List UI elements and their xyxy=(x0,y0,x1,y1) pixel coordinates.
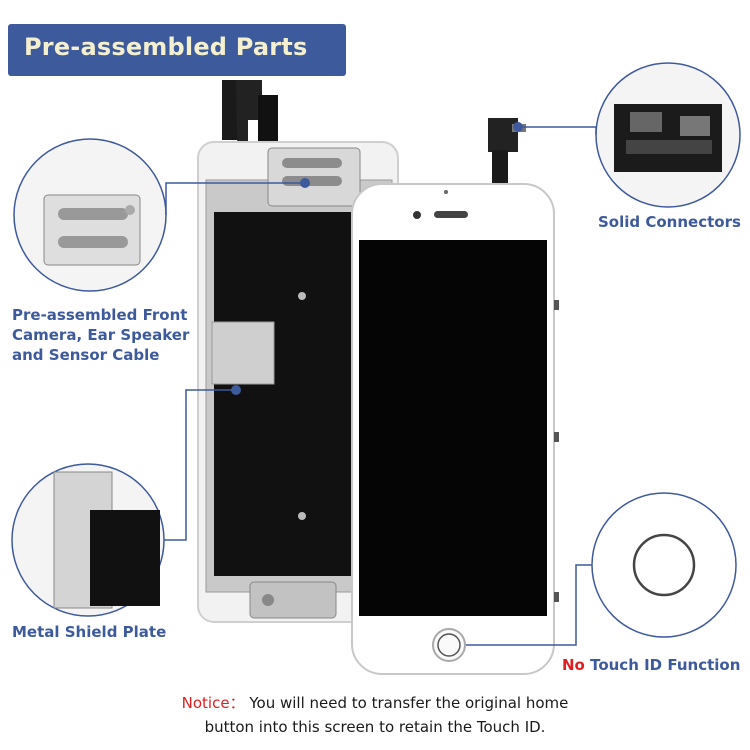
front-phone xyxy=(351,183,559,675)
notice-line-2: button into this screen to retain the To… xyxy=(204,718,546,736)
front-camera-label: Pre-assembled Front Camera, Ear Speaker … xyxy=(12,306,190,364)
metal-shield-callout xyxy=(11,385,241,617)
notice-label: Notice： xyxy=(181,694,245,712)
front-camera-callout xyxy=(13,138,310,292)
touch-id-no: No xyxy=(562,656,585,674)
touch-id-callout xyxy=(466,492,737,646)
metal-shield-label: Metal Shield Plate xyxy=(12,623,167,641)
top-connector xyxy=(488,118,526,186)
notice-line-1: Notice： You will need to transfer the or… xyxy=(181,694,569,712)
banner-title: Pre-assembled Parts xyxy=(24,33,308,61)
touch-id-label: No Touch ID Function xyxy=(562,655,740,675)
notice: Notice： You will need to transfer the or… xyxy=(0,691,750,739)
solid-connectors-callout xyxy=(513,62,741,208)
title-banner: Pre-assembled Parts xyxy=(8,24,346,76)
solid-connectors-label: Solid Connectors xyxy=(598,213,741,231)
touch-id-rest: Touch ID Function xyxy=(584,656,741,674)
